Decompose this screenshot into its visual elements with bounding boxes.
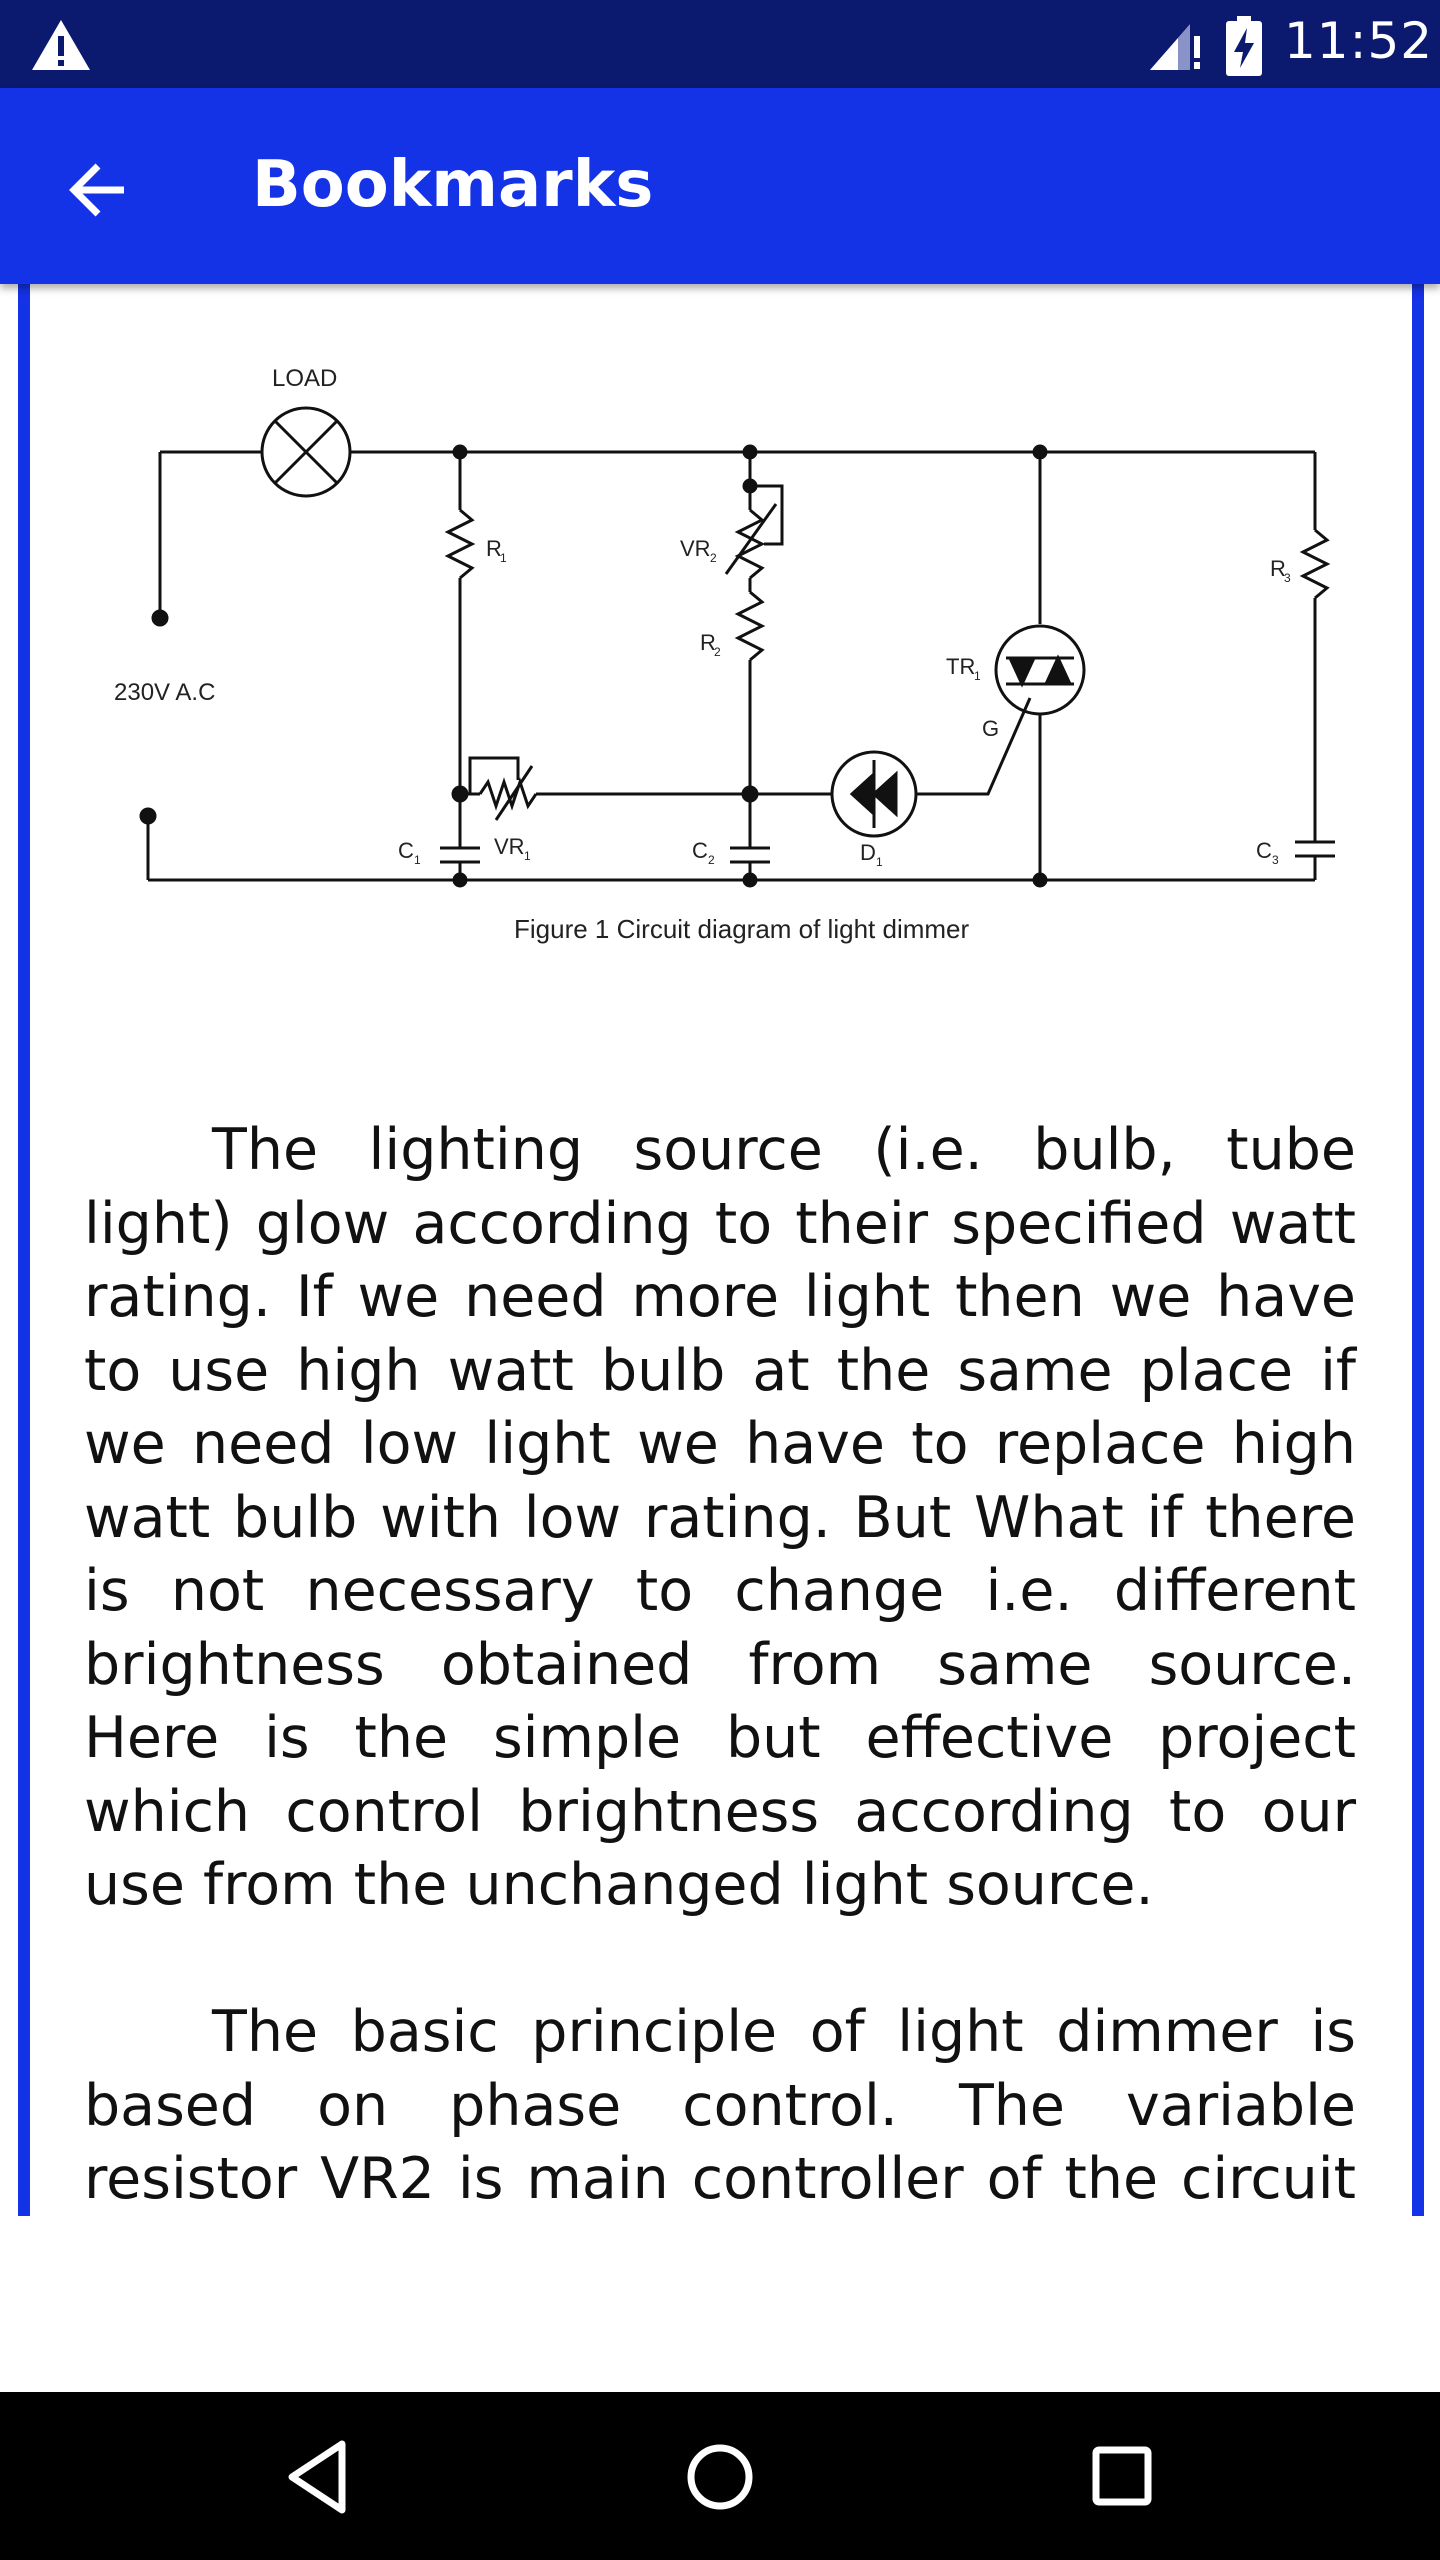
label-r1-sub: 1 (500, 551, 507, 565)
label-r2-sub: 2 (714, 645, 721, 659)
diac-d1 (830, 750, 918, 838)
article-paragraph: The basic principle of light dimmer is b… (84, 1999, 1356, 2212)
nav-recent-apps-icon[interactable] (1070, 2422, 1180, 2532)
label-r3: R (1270, 556, 1286, 581)
content-frame-right (1412, 284, 1424, 2216)
system-nav-bar (0, 2392, 1440, 2560)
label-d1: D (860, 840, 876, 865)
label-c1: C (398, 838, 414, 863)
signal-icon (1150, 24, 1200, 70)
label-c3: C (1256, 838, 1272, 863)
label-tr1-sub: 1 (974, 669, 981, 683)
terminal-top (151, 609, 169, 627)
warning-icon (32, 20, 90, 70)
label-c3-sub: 3 (1272, 853, 1279, 867)
label-load: LOAD (272, 365, 337, 392)
label-d1-sub: 1 (876, 855, 883, 869)
load-lamp (260, 406, 352, 498)
label-r1: R (486, 536, 502, 561)
label-vr1-sub: 1 (524, 849, 531, 863)
back-button[interactable] (48, 140, 148, 240)
label-r3-sub: 3 (1284, 571, 1291, 585)
bookmark-content[interactable]: LOAD 230V A.C R 1 VR 2 R 2 TR 1 G VR 1 D… (0, 284, 1440, 2216)
circuit-figure: LOAD 230V A.C R 1 VR 2 R 2 TR 1 G VR 1 D… (100, 324, 1360, 964)
terminal-bottom (139, 807, 157, 825)
label-c1-sub: 1 (414, 853, 421, 867)
triac-tr1 (994, 624, 1086, 716)
app-bar: Bookmarks (0, 88, 1440, 284)
label-c2: C (692, 838, 708, 863)
circuit-diagram: LOAD 230V A.C R 1 VR 2 R 2 TR 1 G VR 1 D… (114, 365, 1335, 944)
nav-home-icon[interactable] (665, 2422, 775, 2532)
label-gate: G (982, 716, 999, 741)
label-r2: R (700, 630, 716, 655)
nav-back-icon[interactable] (270, 2422, 380, 2532)
article-body: The lighting source (i.e. bulb, tube lig… (84, 1114, 1356, 2216)
figure-caption: Figure 1 Circuit diagram of light dimmer (514, 914, 969, 944)
label-vr1: VR (494, 834, 525, 859)
label-vr2: VR (680, 536, 711, 561)
content-frame-left (18, 284, 30, 2216)
label-c2-sub: 2 (708, 853, 715, 867)
label-vr2-sub: 2 (710, 551, 717, 565)
article-paragraph: The lighting source (i.e. bulb, tube lig… (84, 1117, 1356, 1918)
arrow-left-icon (69, 163, 124, 217)
status-time: 11:52 (1284, 12, 1434, 70)
battery-icon (1226, 16, 1262, 76)
page-title: Bookmarks (252, 148, 654, 222)
label-supply: 230V A.C (114, 679, 215, 706)
label-tr1: TR (946, 654, 975, 679)
status-bar: 11:52 (0, 0, 1440, 88)
